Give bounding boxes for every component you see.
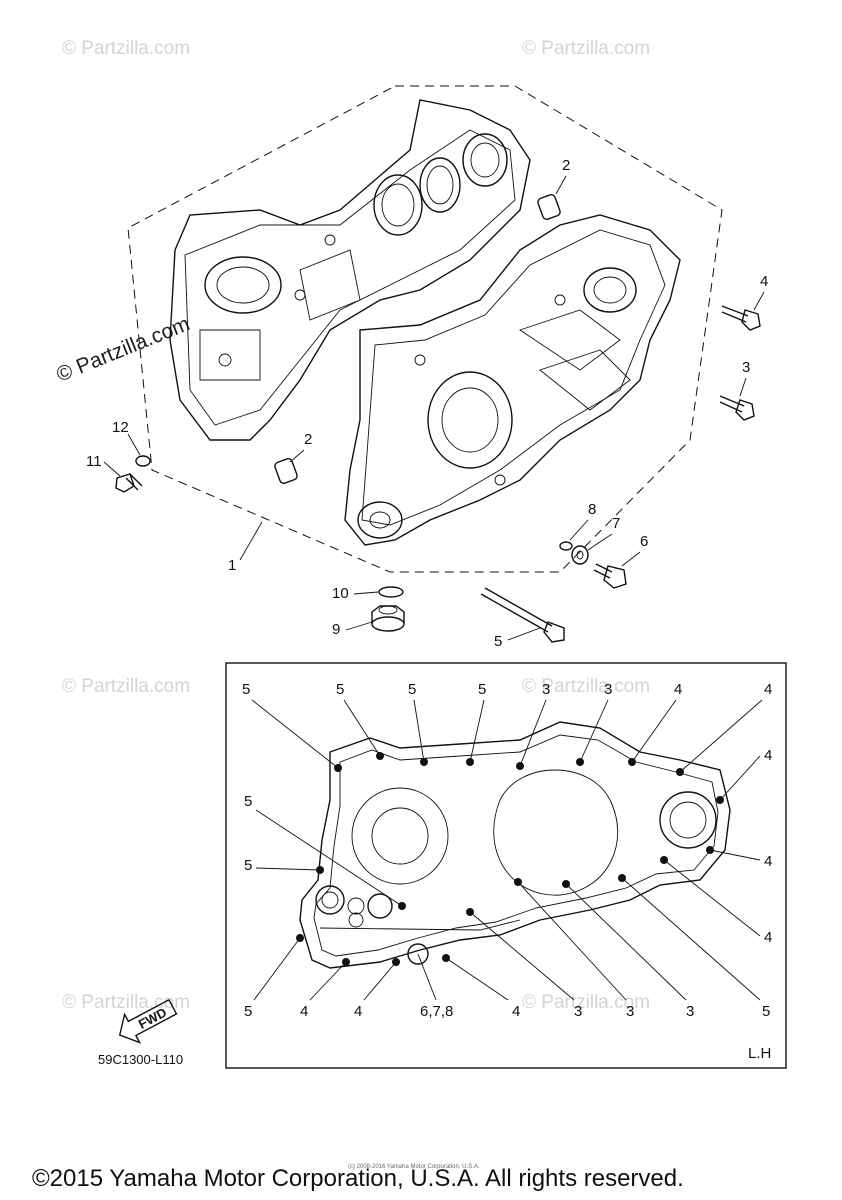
watermark-1: © Partzilla.com [62,38,190,59]
o-ring-icon [378,541,573,598]
detail-label-bottom-5: 4 [512,1003,520,1020]
callout-1: 1 [228,557,236,574]
detail-label-bottom-8: 3 [686,1003,694,1020]
detail-label-top-8: 4 [764,681,772,698]
watermark-2: © Partzilla.com [522,38,650,59]
watermarks: © Partzilla.com © Partzilla.com © Partzi… [53,38,650,1013]
detail-label-top-6: 3 [604,681,612,698]
watermark-4: © Partzilla.com [522,676,650,697]
detail-label-top-4: 5 [478,681,486,698]
watermark-6: © Partzilla.com [522,992,650,1013]
detail-label-bottom-9: 5 [762,1003,770,1020]
detail-label-top-7: 4 [674,681,682,698]
washer-icon [135,455,589,565]
detail-label-left-1: 5 [244,793,252,810]
detail-label-left-2: 5 [244,857,252,874]
crankcase-right-half [344,214,681,546]
detail-label-bottom-4: 6,7,8 [420,1003,453,1020]
watermark-3: © Partzilla.com [62,676,190,697]
watermark-5: © Partzilla.com [62,992,190,1013]
callout-2-upper: 2 [562,157,570,174]
bolt-icon [115,305,761,643]
callout-2-lower: 2 [304,431,312,448]
detail-label-bottom-6: 3 [574,1003,582,1020]
callout-10: 10 [332,585,349,602]
copyright-small: (c) 2008-2016 Yamaha Motor Corporation, … [348,1164,480,1170]
detail-label-right-2: 4 [764,853,772,870]
footer-copyright: ©2015 Yamaha Motor Corporation, U.S.A. A… [32,1165,684,1192]
side-label: L.H [748,1045,771,1062]
detail-label-bottom-1: 5 [244,1003,252,1020]
detail-labels: 5 5 5 5 3 3 4 4 5 5 4 4 4 5 4 4 6,7,8 4 [242,681,772,1020]
callout-6: 6 [640,533,648,550]
detail-label-bottom-7: 3 [626,1003,634,1020]
detail-bolt-holes [296,752,724,966]
assembly-boundary [127,85,723,573]
detail-view-frame [225,662,787,1069]
detail-label-right-1: 4 [764,747,772,764]
dowel-pin-icon [274,194,561,484]
callout-8: 8 [588,501,596,518]
callout-7: 7 [612,515,620,532]
callout-5: 5 [494,633,502,650]
detail-crankcase-lh [299,721,731,969]
detail-label-top-5: 3 [542,681,550,698]
callout-3: 3 [742,359,750,376]
callout-11: 11 [86,453,102,470]
detail-label-top-3: 5 [408,681,416,698]
callout-9: 9 [332,621,340,638]
detail-label-bottom-3: 4 [354,1003,362,1020]
detail-label-right-3: 4 [764,929,772,946]
plug-icon [371,605,405,632]
figure-code: 59C1300-L110 [98,1052,183,1067]
callout-4: 4 [760,273,768,290]
detail-label-bottom-2: 4 [300,1003,308,1020]
detail-label-top-2: 5 [336,681,344,698]
callout-12: 12 [112,419,129,436]
top-callouts: 2 4 3 12 11 2 8 7 6 1 10 9 5 [86,157,768,650]
crankcase-left-half [169,99,531,441]
detail-label-top-1: 5 [242,681,250,698]
